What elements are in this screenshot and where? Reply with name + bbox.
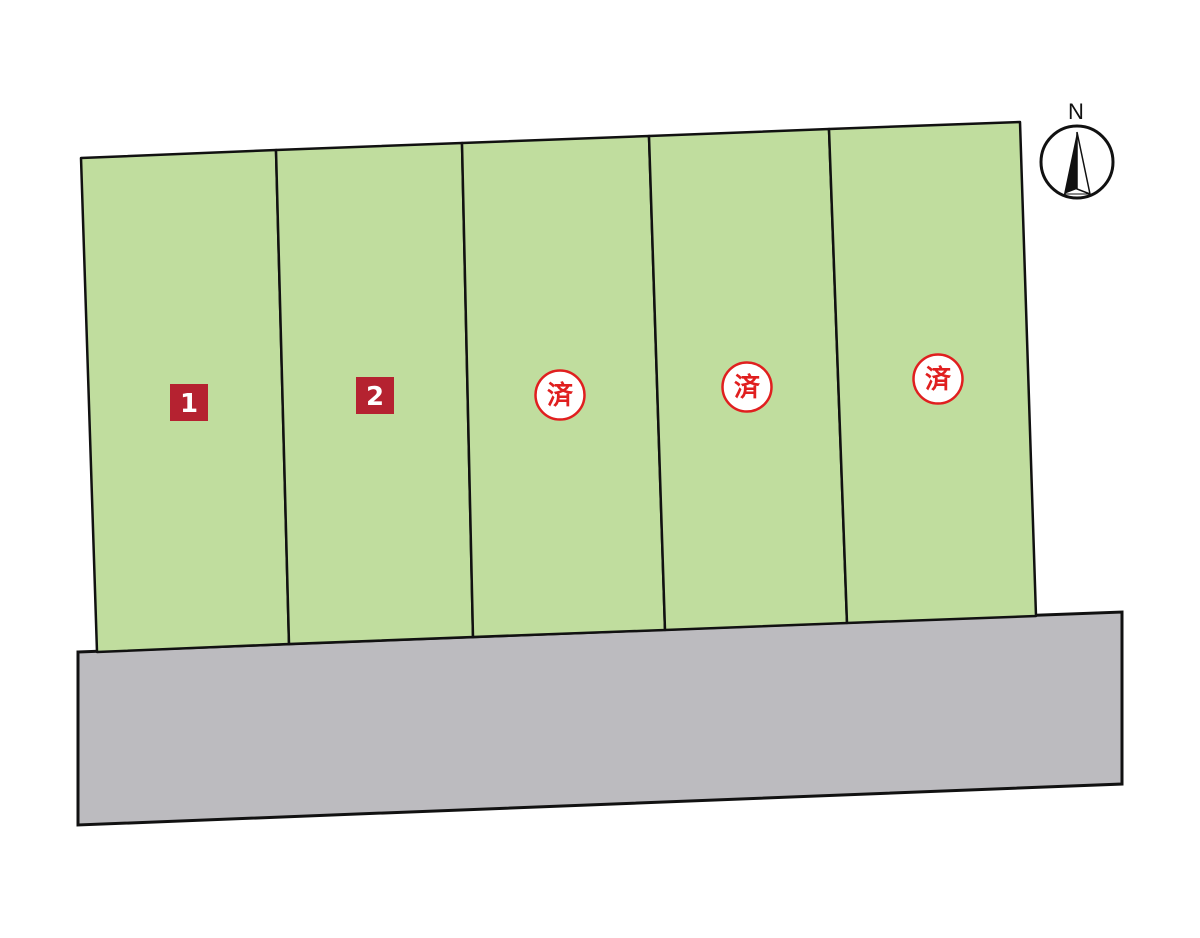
sold-stamp-icon: [534, 369, 586, 421]
lot-badge-label: 2: [366, 382, 384, 412]
sold-stamp-label: 済: [925, 364, 952, 395]
north-label: N: [1068, 99, 1084, 124]
lot-badge-background: [356, 377, 394, 414]
lot-1-badge: 1: [170, 384, 208, 421]
sold-stamp-label: 済: [734, 372, 761, 403]
north-arrow-icon: [1064, 132, 1077, 194]
sold-stamp-icon: [912, 353, 964, 405]
lot-2-badge: 2: [356, 377, 394, 414]
sold-stamp-icon: [721, 361, 773, 413]
lot-3-sold-stamp: 済: [534, 369, 586, 421]
lot-badge-label: 1: [180, 389, 198, 419]
sold-stamp-label: 済: [547, 380, 574, 411]
lot-4-sold-stamp: 済: [721, 361, 773, 413]
north-arrow-shadow-icon: [1076, 131, 1092, 196]
lot-5-sold-stamp: 済: [912, 353, 964, 405]
lot-badge-background: [170, 384, 208, 421]
north-compass: N: [1039, 99, 1115, 200]
